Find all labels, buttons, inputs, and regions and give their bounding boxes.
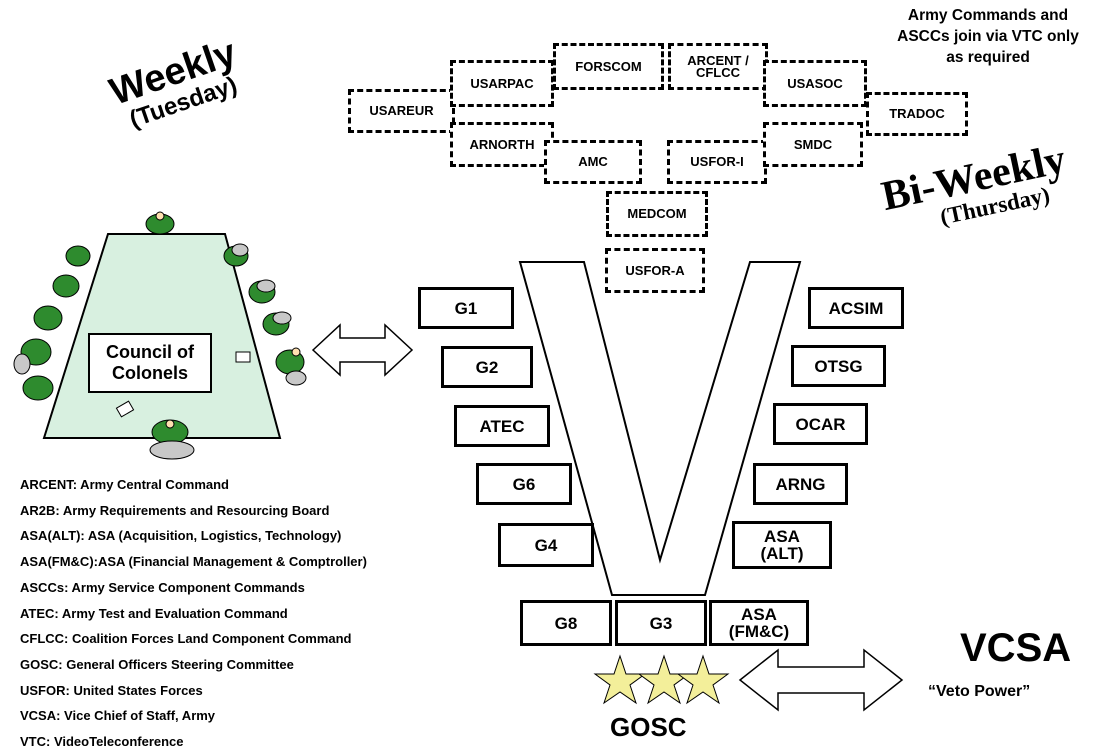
staff-box-asa-fmc: ASA (FM&C) [709,600,809,646]
vtc-note-line-2: ASCCs join via VTC only [897,28,1079,45]
glossary-item: CFLCC: Coalition Forces Land Component C… [20,631,352,647]
org-box-amc: AMC [544,140,642,184]
org-box-arnorth: ARNORTH [450,122,554,167]
staff-box-otsg: OTSG [791,345,886,387]
org-box-medcom: MEDCOM [606,191,708,237]
glossary-item: GOSC: General Officers Steering Committe… [20,656,294,672]
org-box-usarpac: USARPAC [450,60,554,107]
staff-box-g3: G3 [615,600,707,646]
glossary-item: ATEC: Army Test and Evaluation Command [20,605,288,621]
staff-box-ocar: OCAR [773,403,868,445]
glossary-item: AR2B: Army Requirements and Resourcing B… [20,502,330,518]
glossary-item: ASA(ALT): ASA (Acquisition, Logistics, T… [20,528,342,544]
council-of-colonels: Council of Colonels [88,333,212,393]
vcsa-subtitle: “Veto Power” [928,683,1031,700]
staff-box-acsim: ACSIM [808,287,904,329]
big-v-shape [518,261,802,596]
glossary-item: ASA(FM&C):ASA (Financial Management & Co… [20,554,367,570]
staff-box-g1: G1 [418,287,514,329]
staff-box-g4: G4 [498,523,594,567]
org-box-arcent-cflclc: ARCENT / CFLCC [668,43,768,90]
vtc-note-line-1: Army Commands and [907,7,1069,24]
acronym-glossary: ARCENT: Army Central Command AR2B: Army … [20,472,367,755]
org-box-usfor-i: USFOR-I [667,140,767,184]
glossary-item: ASCCs: Army Service Component Commands [20,579,305,595]
org-box-usareur: USAREUR [348,89,455,133]
staff-box-g8: G8 [520,600,612,646]
org-box-forscom: FORSCOM [553,43,664,90]
org-box-usasoc: USASOC [763,60,867,107]
gosc-label: GOSC [610,712,687,742]
council-double-arrow [311,323,414,377]
staff-box-g6: G6 [476,463,572,505]
glossary-item: ARCENT: Army Central Command [20,477,229,492]
org-box-usfor-a: USFOR-A [605,248,705,293]
staff-box-asa-alt: ASA (ALT) [732,521,832,569]
vtc-note: Army Commands and ASCCs join via VTC onl… [868,5,1107,68]
glossary-item: USFOR: United States Forces [20,682,203,698]
org-box-tradoc: TRADOC [866,92,968,136]
vcsa-double-arrow [738,648,904,712]
staff-box-atec: ATEC [454,405,550,447]
staff-box-arng: ARNG [753,463,848,505]
glossary-item: VCSA: Vice Chief of Staff, Army [20,708,216,724]
gosc-stars [593,654,730,705]
vcsa-title: VCSA [960,626,1072,670]
org-box-smdc: SMDC [763,122,863,167]
vtc-note-line-3: as required [946,49,1030,66]
staff-box-g2: G2 [441,346,533,388]
